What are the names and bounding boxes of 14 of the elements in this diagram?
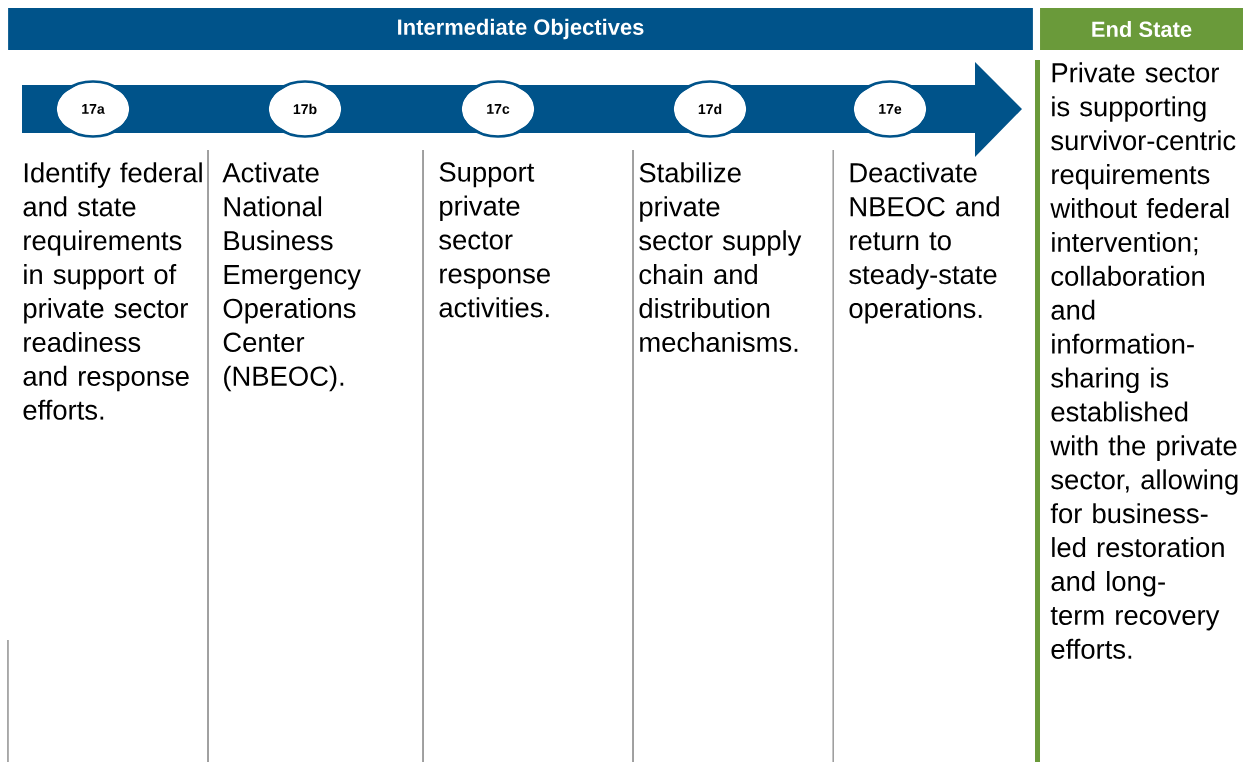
end-state-text: Private sector is supporting survivor-centric requirements without federal intervention; collaboration and information-sharing is established with the private sector, allowing for business-led restoration and long-term recovery efforts. <box>1050 62 1238 659</box>
header-band: End State <box>1040 8 1243 50</box>
step-description: Support private sector response activities. <box>439 162 550 318</box>
timeline-arrow <box>108 85 290 133</box>
timeline-arrow <box>22 85 78 133</box>
step-description: Deactivate NBEOC and return to steady-state operations. <box>849 162 999 324</box>
timeline-arrow <box>513 85 695 133</box>
header-band: Intermediate Objectives <box>8 8 1033 50</box>
step-description: Stabilize private sector supply chain and distribution mechanisms. <box>639 162 802 353</box>
step-description: Activate National Business Emergency Operations Center (NBEOC). <box>222 162 361 392</box>
timeline-arrow <box>725 85 875 133</box>
timeline-arrow <box>320 85 483 133</box>
timeline-arrow <box>905 62 1022 157</box>
step-description: Identify federal and state requirements in support of private sector readiness and response efforts. <box>23 162 202 420</box>
